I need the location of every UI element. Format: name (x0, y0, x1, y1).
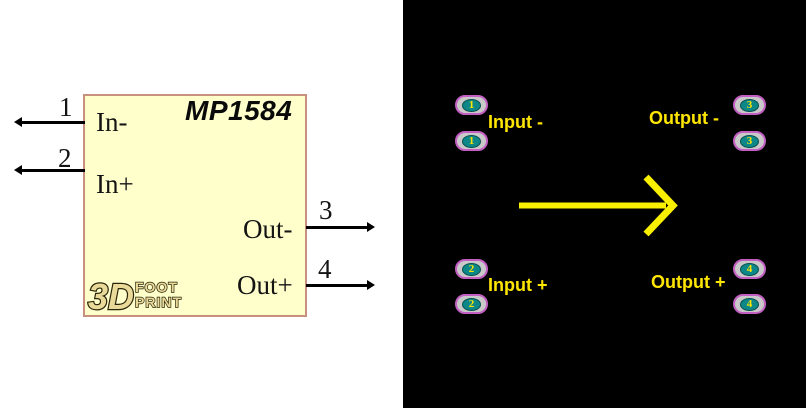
brand-logo-mark: 3D (88, 276, 134, 317)
pin-3-number: 3 (319, 195, 333, 225)
pad-number: 1 (468, 98, 475, 111)
brand-logo-word2: PRINT (135, 294, 182, 310)
pin-1-label: In- (96, 107, 128, 137)
pin-3-label: Out- (243, 214, 293, 244)
pin-2-number: 2 (58, 143, 72, 173)
net-label-input-minus: Input - (488, 112, 543, 132)
brand-logo: 3D FOOT PRINT (87, 276, 182, 318)
pad-number: 2 (468, 262, 475, 275)
brand-logo-word1: FOOT (135, 279, 178, 295)
part-title: MP1584 (185, 95, 293, 126)
pad-1-top: 1 (455, 95, 488, 115)
pad-2-bottom-drill: 2 (462, 297, 481, 311)
direction-arrow-icon (519, 174, 678, 237)
net-label-input-plus: Input + (488, 275, 548, 295)
pad-number: 1 (468, 134, 475, 147)
pad-3-bottom-drill: 3 (740, 134, 759, 148)
pin-4-number: 4 (318, 254, 332, 284)
pin-2-wire (21, 168, 85, 172)
pin-1-wire (21, 120, 85, 124)
pad-number: 3 (746, 134, 753, 147)
symbol-body (83, 94, 307, 317)
pin-1-arrowhead-icon (14, 117, 22, 127)
pad-2-bottom: 2 (455, 294, 488, 314)
pad-number: 2 (468, 297, 475, 310)
pad-2-top-drill: 2 (462, 262, 481, 276)
pin-2-arrowhead-icon (14, 165, 22, 175)
pin-3-arrowhead-icon (367, 222, 375, 232)
pin-2-label: In+ (96, 169, 134, 199)
pin-3-wire (306, 225, 368, 229)
pad-number: 4 (746, 297, 753, 310)
pad-4-top-drill: 4 (740, 262, 759, 276)
net-label-output-minus: Output - (649, 108, 719, 128)
pad-1-bottom: 1 (455, 131, 488, 151)
pin-4-arrowhead-icon (367, 280, 375, 290)
schematic-panel: MP1584 1 In- 2 In+ 3 Out- 4 Out+ 3D FOOT… (0, 0, 403, 408)
pad-4-top: 4 (733, 259, 766, 279)
pad-3-top-drill: 3 (740, 98, 759, 112)
pad-1-top-drill: 1 (462, 98, 481, 112)
pad-number: 4 (746, 262, 753, 275)
pad-2-top: 2 (455, 259, 488, 279)
pad-4-bottom: 4 (733, 294, 766, 314)
pin-4-label: Out+ (237, 270, 293, 300)
pad-3-top: 3 (733, 95, 766, 115)
pin-1-number: 1 (59, 92, 73, 122)
pad-3-bottom: 3 (733, 131, 766, 151)
pad-4-bottom-drill: 4 (740, 297, 759, 311)
pad-1-bottom-drill: 1 (462, 134, 481, 148)
net-label-output-plus: Output + (651, 272, 726, 292)
pin-4-wire (306, 283, 368, 287)
pad-number: 3 (746, 98, 753, 111)
